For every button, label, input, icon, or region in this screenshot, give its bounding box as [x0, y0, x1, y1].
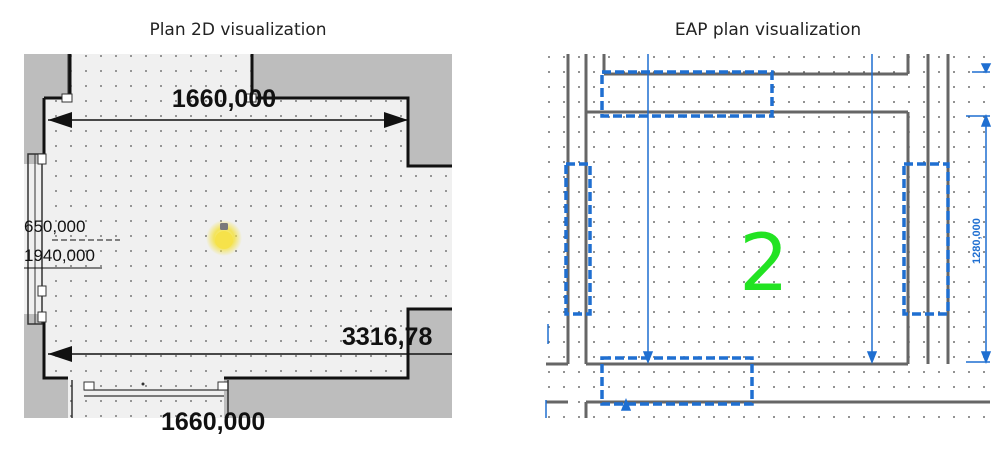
- room-wall-outline: [224, 307, 452, 380]
- opening-outline: [564, 70, 950, 406]
- dimension-line-vertical: [966, 63, 992, 365]
- room-wall-outline: [250, 54, 452, 168]
- wall-block: [408, 98, 452, 166]
- light-bulb-icon[interactable]: [206, 220, 242, 256]
- arrowhead: [48, 346, 72, 362]
- opening-left: [564, 162, 592, 316]
- dimension-label-top: 1660,000: [172, 85, 276, 113]
- room-wall-outline: [42, 314, 68, 380]
- wall-block: [24, 54, 68, 98]
- dimension-label-vertical: 1280,000: [971, 218, 983, 264]
- wall-block: [252, 54, 452, 98]
- dimension-label-bottom: 1660,000: [161, 408, 265, 436]
- left-panel-title: Plan 2D visualization: [149, 20, 327, 40]
- eap-plan-canvas: 1280,000 2: [545, 54, 992, 418]
- opening-top: [600, 70, 774, 118]
- eap-plan-view[interactable]: 1280,000 2: [545, 54, 992, 418]
- dimension-label-left-1: 650,000: [24, 217, 85, 236]
- plan-2d-canvas: 1660,000 650,000 1940,000 3316,78 1660,0…: [24, 54, 452, 436]
- arrowhead: [384, 112, 408, 128]
- plan-2d-view[interactable]: 1660,000 650,000 1940,000 3316,78 1660,0…: [24, 54, 452, 436]
- right-panel-title: EAP plan visualization: [674, 20, 862, 40]
- room-number-label[interactable]: 2: [739, 219, 789, 309]
- arrowhead: [48, 112, 72, 128]
- dimension-label-right: 3316,78: [342, 323, 432, 351]
- opening-right: [902, 162, 950, 316]
- dimension-label-left-2: 1940,000: [24, 246, 95, 265]
- opening-bottom: [600, 356, 754, 406]
